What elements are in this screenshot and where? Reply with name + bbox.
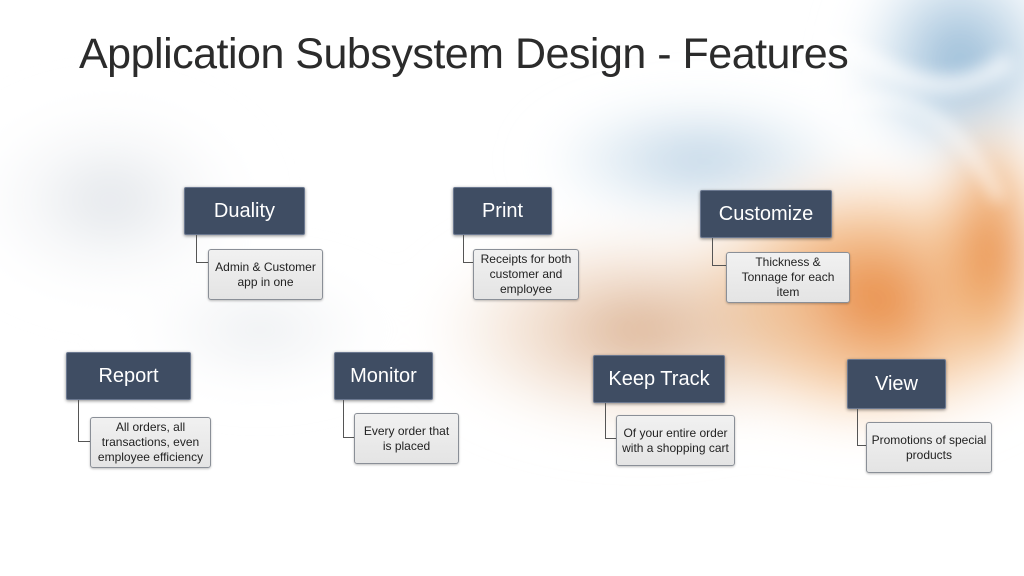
feature-header: Monitor [334, 352, 433, 400]
connector-line [196, 235, 197, 262]
connector-line [343, 400, 344, 437]
feature-detail: Admin & Customer app in one [208, 249, 323, 300]
connector-line [712, 265, 726, 266]
feature-detail: Every order that is placed [354, 413, 459, 464]
feature-header: Duality [184, 187, 305, 235]
connector-line [857, 409, 858, 445]
connector-line [857, 445, 866, 446]
feature-detail: Promotions of special products [866, 422, 992, 473]
connector-line [78, 400, 79, 441]
feature-detail: All orders, all transactions, even emplo… [90, 417, 211, 468]
feature-header: Report [66, 352, 191, 400]
feature-header: Keep Track [593, 355, 725, 403]
connector-line [463, 262, 473, 263]
connector-line [343, 437, 354, 438]
page-title: Application Subsystem Design - Features [79, 30, 849, 78]
connector-line [605, 438, 616, 439]
connector-line [712, 238, 713, 265]
connector-line [196, 262, 208, 263]
feature-detail: Thickness & Tonnage for each item [726, 252, 850, 303]
connector-line [605, 403, 606, 438]
feature-header: View [847, 359, 946, 409]
connector-line [78, 441, 90, 442]
feature-header: Customize [700, 190, 832, 238]
connector-line [463, 235, 464, 262]
feature-header: Print [453, 187, 552, 235]
feature-detail: Of your entire order with a shopping car… [616, 415, 735, 466]
feature-detail: Receipts for both customer and employee [473, 249, 579, 300]
